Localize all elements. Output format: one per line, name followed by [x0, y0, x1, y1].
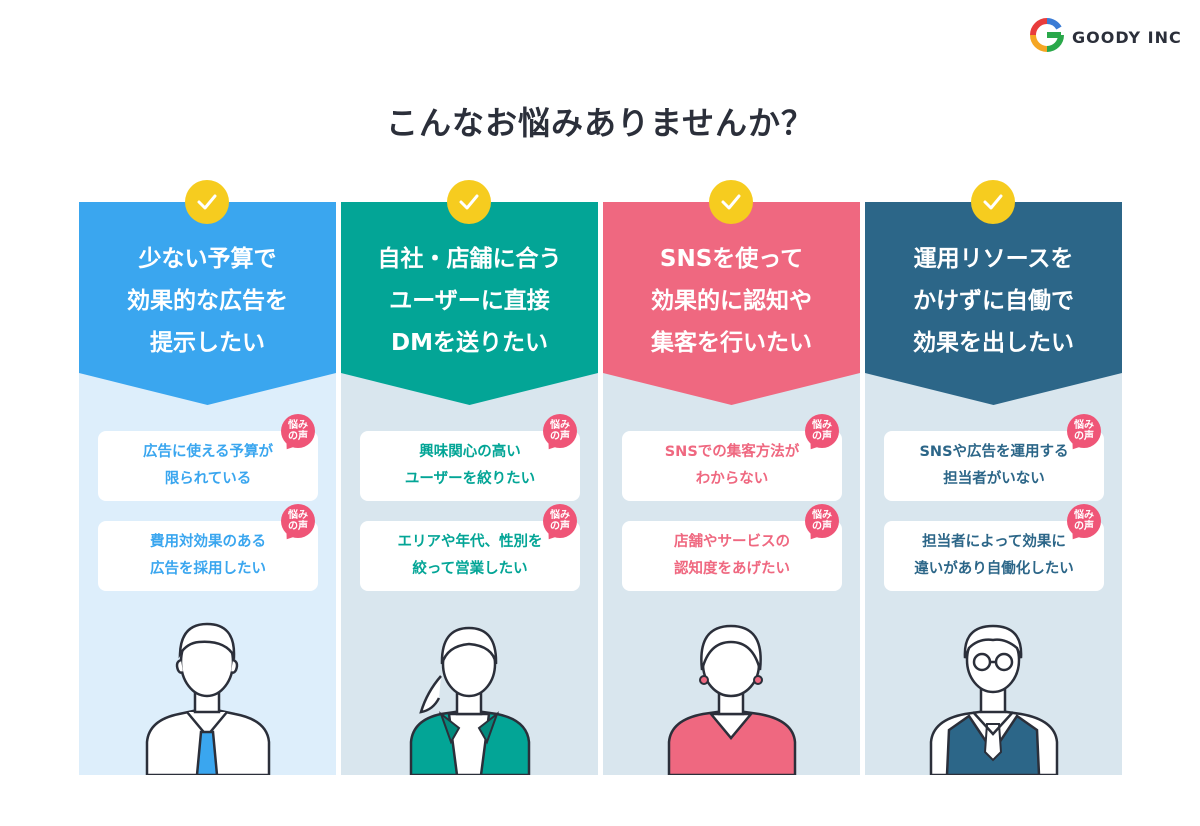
banner-line: SNSを使って — [659, 246, 804, 272]
concern-column-3: SNSを使って 効果的に認知や 集客を行いたい SNSでの集客方法が わからない… — [603, 180, 860, 775]
businesswoman-illustration — [409, 626, 531, 775]
card-line: 費用対効果のある — [150, 534, 266, 550]
card-line: 担当者がいない — [943, 471, 1045, 487]
businessman-illustration — [145, 622, 271, 775]
card-line: 店舗やサービスの — [674, 534, 790, 550]
banner-text: SNSを使って 効果的に認知や 集客を行いたい — [603, 238, 860, 364]
card-line: SNSでの集客方法が — [664, 444, 800, 460]
concern-banner: 少ない予算で 効果的な広告を 提示したい — [79, 202, 336, 405]
checkmark-icon — [447, 180, 491, 224]
banner-line: 少ない予算で — [138, 246, 277, 272]
banner-line: 効果的に認知や — [651, 288, 812, 314]
voice-card: 費用対効果のある 広告を採用したい — [98, 521, 318, 591]
woman-illustration — [667, 624, 797, 775]
badge-text: 悩み — [288, 420, 308, 431]
badge-text: 悩み — [550, 510, 570, 521]
concern-banner: SNSを使って 効果的に認知や 集客を行いたい — [603, 202, 860, 405]
card-line: 認知度をあげたい — [674, 561, 790, 577]
voice-card: SNSでの集客方法が わからない — [622, 431, 842, 501]
banner-line: 集客を行いたい — [651, 330, 812, 356]
voice-badge: 悩み の声 — [805, 414, 839, 448]
checkmark-icon — [709, 180, 753, 224]
badge-text: の声 — [550, 431, 570, 442]
voice-badge: 悩み の声 — [543, 414, 577, 448]
banner-line: 効果的な広告を — [127, 288, 288, 314]
banner-line: 運用リソースを — [913, 246, 1074, 272]
voice-badge: 悩み の声 — [281, 504, 315, 538]
banner-line: 提示したい — [150, 330, 265, 356]
badge-text: 悩み — [812, 510, 832, 521]
voice-card: 店舗やサービスの 認知度をあげたい — [622, 521, 842, 591]
voice-badge: 悩み の声 — [281, 414, 315, 448]
voice-badge: 悩み の声 — [1067, 504, 1101, 538]
voice-card: 担当者によって効果に 違いがあり自働化したい — [884, 521, 1104, 591]
badge-text: 悩み — [288, 510, 308, 521]
brand-name: GOODY INC — [1072, 27, 1182, 47]
badge-text: 悩み — [550, 420, 570, 431]
card-line: 広告に使える予算が — [142, 444, 274, 460]
card-line: 限られている — [164, 471, 252, 487]
banner-line: DMを送りたい — [391, 330, 548, 356]
voice-card: SNSや広告を運用する 担当者がいない — [884, 431, 1104, 501]
card-line: エリアや年代、性別を — [397, 534, 543, 550]
badge-text: の声 — [288, 431, 308, 442]
badge-text: 悩み — [812, 420, 832, 431]
badge-text: 悩み — [1074, 510, 1094, 521]
badge-text: の声 — [1074, 521, 1094, 532]
badge-text: の声 — [812, 521, 832, 532]
voice-card: エリアや年代、性別を 絞って営業したい — [360, 521, 580, 591]
checkmark-icon — [185, 180, 229, 224]
checkmark-icon — [971, 180, 1015, 224]
concern-banner: 運用リソースを かけずに自働で 効果を出したい — [865, 202, 1122, 405]
banner-text: 運用リソースを かけずに自働で 効果を出したい — [865, 238, 1122, 364]
badge-text: の声 — [550, 521, 570, 532]
concern-column-1: 少ない予算で 効果的な広告を 提示したい 広告に使える予算が 限られている 悩み… — [79, 180, 336, 775]
concern-column-4: 運用リソースを かけずに自働で 効果を出したい SNSや広告を運用する 担当者が… — [865, 180, 1122, 775]
voice-badge: 悩み の声 — [543, 504, 577, 538]
voice-card: 広告に使える予算が 限られている — [98, 431, 318, 501]
banner-line: ユーザーに直接 — [389, 288, 550, 314]
concern-banner: 自社・店舗に合う ユーザーに直接 DMを送りたい — [341, 202, 598, 405]
card-line: ユーザーを絞りたい — [404, 471, 536, 487]
banner-line: かけずに自働で — [913, 288, 1074, 314]
voice-badge: 悩み の声 — [1067, 414, 1101, 448]
badge-text: の声 — [812, 431, 832, 442]
banner-text: 少ない予算で 効果的な広告を 提示したい — [79, 238, 336, 364]
brand-logo: GOODY INC — [1030, 18, 1182, 56]
senior-manager-illustration — [929, 624, 1059, 775]
banner-text: 自社・店舗に合う ユーザーに直接 DMを送りたい — [341, 238, 598, 364]
banner-line: 効果を出したい — [913, 330, 1074, 356]
goody-g-logo-icon — [1030, 18, 1064, 56]
card-line: SNSや広告を運用する — [919, 444, 1069, 460]
card-line: 広告を採用したい — [150, 561, 266, 577]
voice-badge: 悩み の声 — [805, 504, 839, 538]
voice-card: 興味関心の高い ユーザーを絞りたい — [360, 431, 580, 501]
card-line: 違いがあり自働化したい — [914, 561, 1074, 577]
concern-column-2: 自社・店舗に合う ユーザーに直接 DMを送りたい 興味関心の高い ユーザーを絞り… — [341, 180, 598, 775]
card-line: わからない — [695, 471, 769, 487]
banner-line: 自社・店舗に合う — [377, 246, 562, 272]
card-line: 担当者によって効果に — [922, 534, 1066, 550]
card-line: 興味関心の高い — [419, 444, 521, 460]
badge-text: の声 — [1074, 431, 1094, 442]
card-line: 絞って営業したい — [412, 561, 528, 577]
badge-text: 悩み — [1074, 420, 1094, 431]
badge-text: の声 — [288, 521, 308, 532]
page-title: こんなお悩みありませんか？ — [385, 104, 815, 142]
